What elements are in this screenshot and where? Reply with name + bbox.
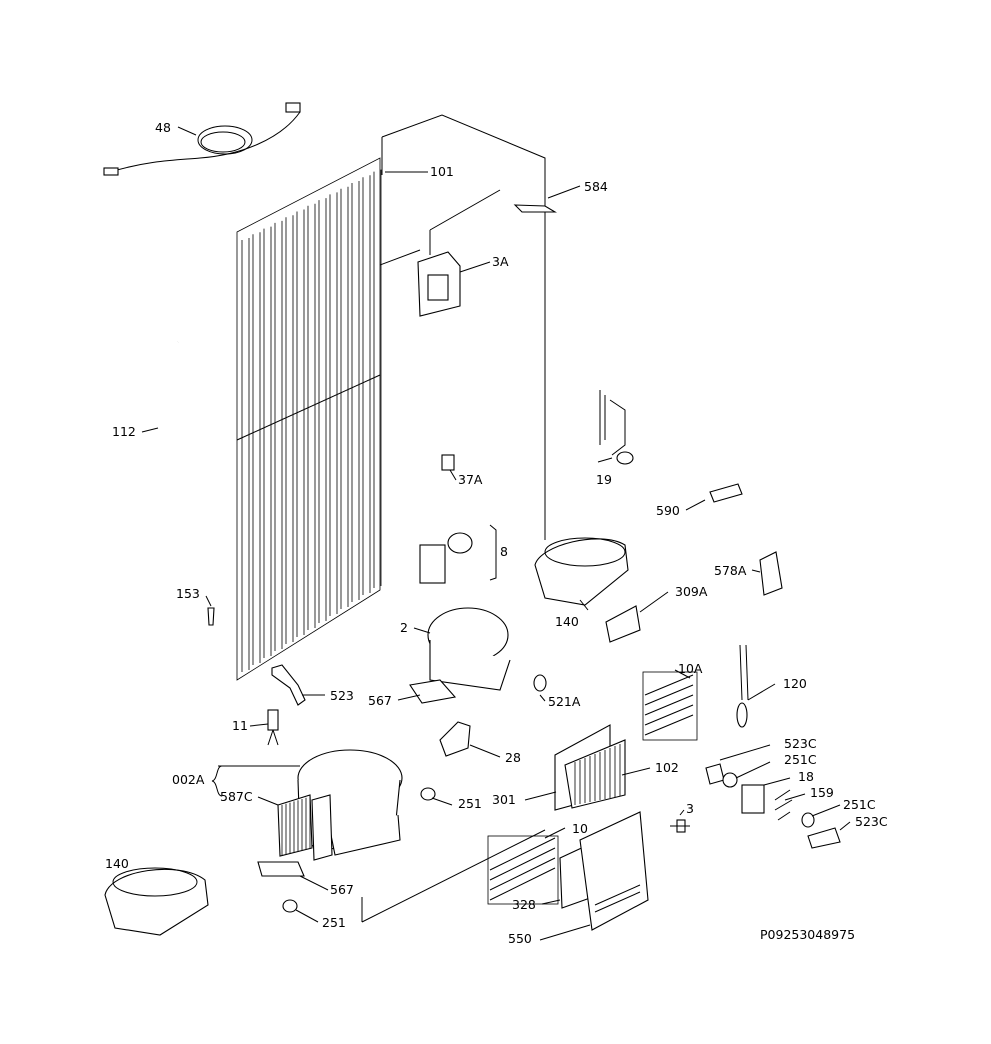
label-523c-a: 523C (784, 736, 817, 751)
cover-578a-part (759, 551, 783, 596)
label-251c-a: 251C (784, 752, 817, 767)
diagram-reference-code: P09253048975 (760, 927, 855, 942)
bracket-3a-part (417, 189, 501, 317)
coil-tube (296, 209, 305, 637)
label-578a: 578A (714, 563, 747, 578)
plate-567-bottom-part (257, 861, 305, 877)
part-11 (267, 709, 279, 746)
drip-tray-140-bottom-part (104, 867, 209, 936)
label-140-bottom: 140 (105, 856, 129, 871)
label-251c-b: 251C (843, 797, 876, 812)
sensor-584-part (513, 204, 557, 213)
label-523c-b: 523C (855, 814, 888, 829)
coil-tube (252, 232, 261, 665)
label-328: 328 (512, 897, 536, 912)
clip-37a-part (441, 454, 455, 471)
coil-tube (340, 186, 349, 609)
board-309a-part (605, 605, 641, 643)
coil-tube (318, 198, 327, 623)
label-102: 102 (655, 760, 679, 775)
bracket-523-part (271, 664, 306, 706)
fan-motor-parts (705, 763, 841, 849)
label-140-top: 140 (555, 614, 579, 629)
label-590: 590 (656, 503, 680, 518)
evaporator-10a-part (642, 671, 698, 741)
coil-tube (263, 226, 272, 658)
label-301: 301 (492, 792, 516, 807)
label-3: 3 (686, 801, 694, 816)
coil-tube (373, 169, 382, 588)
pipe-part (156, 340, 179, 461)
label-251-top: 251 (458, 796, 482, 811)
part-153 (207, 607, 215, 626)
drip-tray-140-top-part (534, 537, 629, 606)
label-521a: 521A (548, 694, 581, 709)
label-112: 112 (112, 424, 136, 439)
evaporator-10-part (487, 835, 559, 905)
label-523: 523 (330, 688, 354, 703)
label-587c: 587C (220, 789, 253, 804)
heatsink-587c-part (277, 794, 333, 861)
label-101: 101 (430, 164, 454, 179)
coil-tube (307, 203, 316, 630)
label-8: 8 (500, 544, 508, 559)
label-48: 48 (155, 120, 171, 135)
coil-tube (241, 238, 250, 672)
leader-lines (141, 126, 851, 941)
label-584: 584 (584, 179, 608, 194)
label-10: 10 (572, 821, 588, 836)
wire-120-part (736, 644, 749, 728)
power-cable-part (103, 102, 301, 176)
coil-tube (362, 175, 371, 595)
label-567-top: 567 (368, 693, 392, 708)
part-3 (670, 819, 690, 833)
fan-assembly-102-part (554, 724, 626, 811)
label-309a: 309A (675, 584, 708, 599)
coil-tube (351, 181, 360, 602)
label-3a: 3A (492, 254, 509, 269)
label-10a: 10A (678, 661, 703, 676)
label-567-bottom: 567 (330, 882, 354, 897)
label-2: 2 (400, 620, 408, 635)
coil-tube (329, 192, 338, 616)
label-251-bottom: 251 (322, 915, 346, 930)
label-19: 19 (596, 472, 612, 487)
label-18: 18 (798, 769, 814, 784)
label-550: 550 (508, 931, 532, 946)
panels-328-550-part (559, 811, 649, 931)
coil-tube (274, 220, 283, 651)
label-120: 120 (783, 676, 807, 691)
relay-8-part (419, 524, 497, 584)
label-37a: 37A (458, 472, 483, 487)
heater-19-part (599, 390, 634, 465)
cabinet-outline (361, 114, 546, 923)
label-28: 28 (505, 750, 521, 765)
bracket-28-part (439, 721, 471, 757)
label-11: 11 (232, 718, 248, 733)
label-153: 153 (176, 586, 200, 601)
compressor-2-part (409, 607, 511, 704)
label-159: 159 (810, 785, 834, 800)
nut-251-parts (282, 787, 436, 913)
condenser-coil (236, 157, 382, 681)
plate-590-part (709, 483, 743, 503)
label-002a: 002A (172, 772, 205, 787)
grommet-521a-part (533, 674, 547, 692)
coil-tube (285, 215, 294, 644)
part-labels: 48 101 584 3A 112 19 37A 590 8 578A 153 … (105, 120, 888, 946)
